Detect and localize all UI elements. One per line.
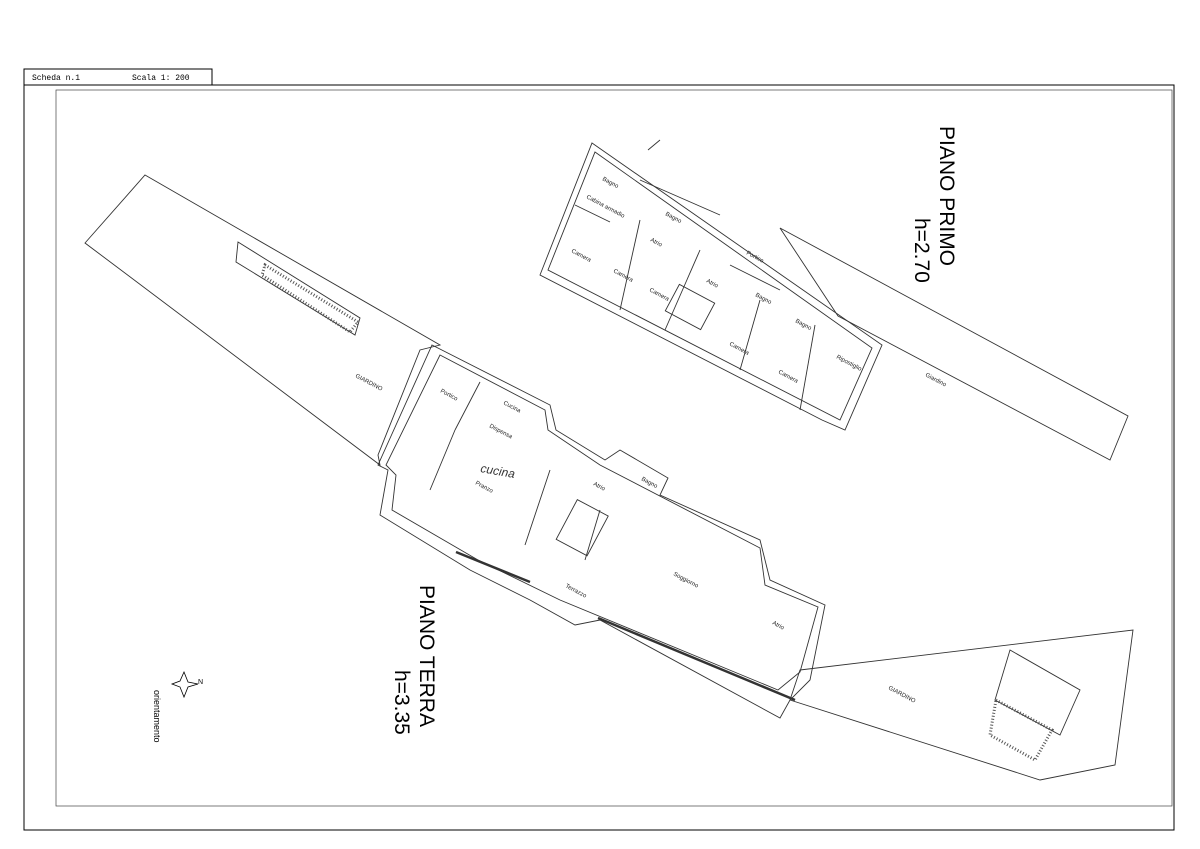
first-floor-plan: Bagno Cabina armadio Bagno Atrio Portico… bbox=[539, 126, 1129, 461]
right-garden bbox=[789, 629, 1134, 781]
room-label: Camera bbox=[570, 248, 592, 264]
room-label: Bagno bbox=[640, 476, 659, 490]
room-label: Camera bbox=[648, 287, 670, 303]
handwritten-note: cucina bbox=[479, 461, 516, 481]
room-label: Atrio bbox=[771, 620, 785, 631]
room-label: Bagno bbox=[794, 318, 813, 332]
floor-title: PIANO TERRA bbox=[415, 585, 438, 727]
room-label: Bagno bbox=[601, 176, 620, 190]
room-label: Pranzo bbox=[474, 480, 494, 495]
ground-floor-plan: Portico Cucina Dispensa Pranzo cucina At… bbox=[84, 174, 1134, 781]
garden-label: Giardino bbox=[924, 372, 947, 388]
room-label: Atrio bbox=[592, 481, 606, 492]
room-label: Cabina armadio bbox=[585, 194, 626, 219]
scale-label: Scala 1: 200 bbox=[132, 74, 190, 83]
room-label: Ripostiglio bbox=[835, 354, 863, 373]
room-label: Dispensa bbox=[488, 423, 513, 440]
room-label: Bagno bbox=[664, 211, 683, 225]
sheet-number: Scheda n.1 bbox=[32, 74, 80, 83]
garden-label: GIARDINO bbox=[354, 373, 383, 392]
room-label: Soggiorno bbox=[672, 571, 700, 589]
room-label: Bagno bbox=[754, 292, 773, 306]
room-label: Camera bbox=[612, 268, 634, 284]
north-label: N bbox=[198, 679, 203, 686]
left-garden bbox=[84, 174, 442, 467]
room-label: Camera bbox=[728, 341, 750, 357]
room-label: Camera bbox=[777, 369, 799, 385]
floor-title: PIANO PRIMO bbox=[935, 126, 958, 266]
room-label: Portico bbox=[745, 250, 765, 264]
inner-frame bbox=[55, 89, 1173, 807]
header-box bbox=[23, 68, 213, 86]
room-label: Atrio bbox=[705, 278, 719, 289]
outer-frame bbox=[23, 84, 1175, 831]
room-label: Cucina bbox=[502, 400, 522, 414]
compass-icon: N bbox=[170, 670, 203, 699]
room-label: Atrio bbox=[649, 237, 663, 248]
room-label: Terrazzo bbox=[564, 583, 588, 599]
floor-height: h=3.35 bbox=[390, 670, 413, 735]
garden-label: GIARDINO bbox=[887, 685, 916, 704]
room-label: Portico bbox=[439, 388, 459, 402]
floor-height: h=2.70 bbox=[910, 218, 933, 283]
orientation-label: orientamento bbox=[152, 690, 162, 743]
first-floor-garden bbox=[779, 227, 1129, 461]
